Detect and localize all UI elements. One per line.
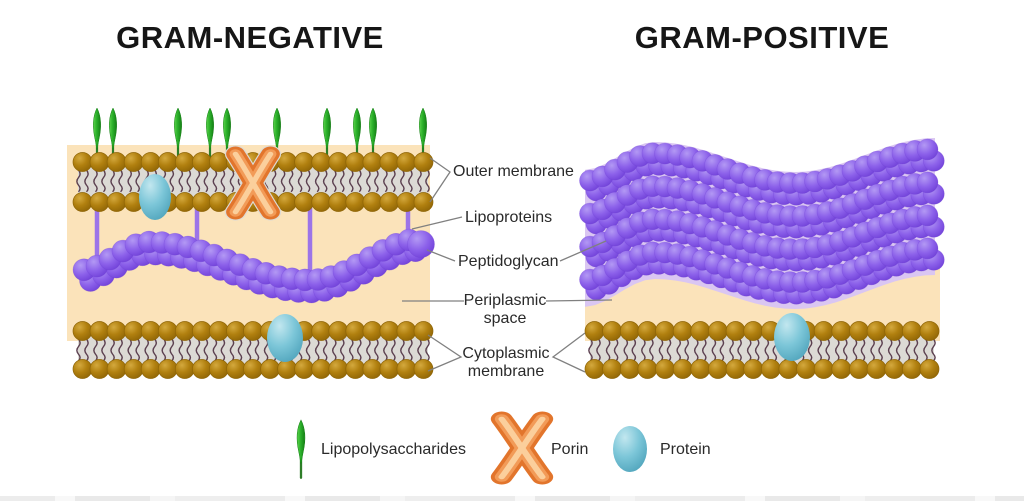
lipoprotein-links <box>94 207 411 276</box>
cytoplasmic-membrane-label: Cytoplasmic membrane <box>462 345 550 380</box>
bottom-border-strip <box>0 496 1024 501</box>
legend <box>296 411 647 485</box>
peptidoglycan-chain-thin <box>72 228 435 304</box>
legend-lipopolysaccharides-label: Lipopolysaccharides <box>321 441 466 458</box>
periplasmic-leader-right <box>545 299 613 302</box>
legend-protein-label: Protein <box>660 441 711 458</box>
peptidoglycan-wall-thick <box>579 138 945 305</box>
callout-leader-lines <box>402 157 613 373</box>
protein-icon <box>267 314 303 362</box>
lipoproteins-leader <box>411 216 463 230</box>
legend-porin-icon <box>490 411 554 485</box>
diagram-graphics <box>67 107 945 485</box>
peptidoglycan-label: Peptidoglycan <box>458 253 559 270</box>
legend-porin-label: Porin <box>551 441 589 458</box>
lipopolysaccharide-icon <box>323 107 331 165</box>
gram-negative-diagram <box>67 107 435 379</box>
lipoproteins-label: Lipoproteins <box>465 209 553 226</box>
cytoplasmic-membrane-graphic <box>584 321 940 379</box>
gram-positive-diagram <box>579 138 945 379</box>
cytoplasmic-membrane-graphic <box>72 321 434 379</box>
cytoplasmic-leader-right <box>551 332 586 373</box>
peptidoglycan-leader-left <box>426 249 456 262</box>
peptidoglycan-leader-right <box>559 240 607 262</box>
gram-negative-title: GRAM-NEGATIVE <box>116 20 384 55</box>
protein-icon <box>774 313 810 361</box>
porin-icon <box>224 145 282 221</box>
outer-membrane-label: Outer membrane <box>453 163 574 180</box>
legend-protein-icon <box>613 426 647 472</box>
legend-lipopolysaccharide-icon <box>296 419 306 479</box>
outer-membrane-leader <box>429 157 451 203</box>
gram-positive-title: GRAM-POSITIVE <box>634 20 890 55</box>
cytoplasmic-leader-left <box>427 334 463 372</box>
protein-icon <box>139 174 171 220</box>
periplasmic-space-label: Periplasmic space <box>463 292 547 327</box>
